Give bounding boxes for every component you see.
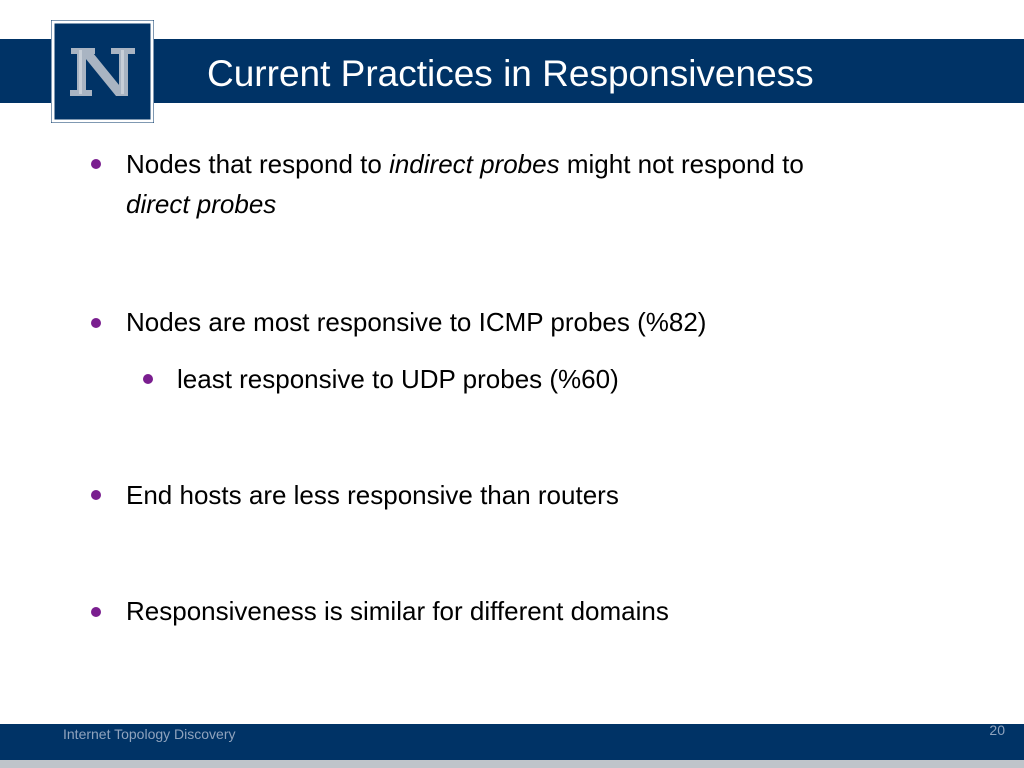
bullet-text: might not respond to	[559, 149, 804, 179]
slide-title: Current Practices in Responsiveness	[207, 53, 814, 94]
university-logo	[51, 20, 154, 123]
page-number: 20	[989, 722, 1005, 738]
bullet-item: End hosts are less responsive than route…	[126, 475, 619, 515]
bullet-marker	[91, 607, 101, 617]
sub-bullet-marker	[143, 374, 153, 384]
bullet-item: Nodes that respond to indirect probes mi…	[126, 144, 1006, 224]
n-logo-icon	[51, 20, 154, 123]
bullet-item: Responsiveness is similar for different …	[126, 591, 669, 631]
emphasis-text: indirect probes	[389, 149, 560, 179]
bullet-text: least responsive to UDP probes (%60)	[177, 364, 619, 394]
bullet-marker	[91, 159, 101, 169]
emphasis-text: direct probes	[126, 189, 277, 219]
bullet-text: Responsiveness is similar for different …	[126, 596, 669, 626]
bullet-text: Nodes that respond to	[126, 149, 390, 179]
bullet-text: End hosts are less responsive than route…	[126, 480, 619, 510]
bullet-item: Nodes are most responsive to ICMP probes…	[126, 302, 706, 342]
footer-strip	[0, 760, 1024, 768]
bullet-text: Nodes are most responsive to ICMP probes…	[126, 307, 707, 337]
title-bar	[0, 39, 1024, 103]
footer-title: Internet Topology Discovery	[63, 726, 236, 742]
sub-bullet-item: least responsive to UDP probes (%60)	[177, 359, 619, 399]
bullet-marker	[91, 490, 101, 500]
footer-bar	[0, 724, 1024, 760]
bullet-marker	[91, 318, 101, 328]
